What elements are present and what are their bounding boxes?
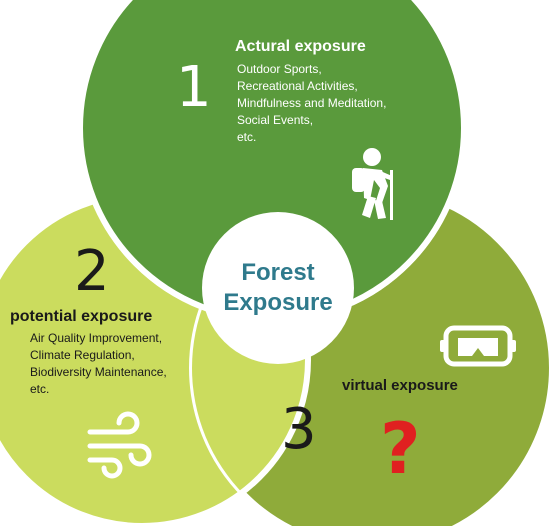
center-disc: [202, 212, 354, 364]
vr-headset-icon: [440, 325, 516, 367]
section-1-number: 1: [176, 55, 212, 120]
section-3-number: 3: [281, 397, 317, 462]
section-2-items: Air Quality Improvement, Climate Regulat…: [30, 330, 167, 398]
section-1-items: Outdoor Sports, Recreational Activities,…: [237, 61, 386, 146]
center-title-line: Exposure: [223, 289, 333, 316]
wind-icon: [87, 411, 152, 479]
section-2-number: 2: [74, 239, 110, 304]
hiker-icon: [352, 148, 393, 220]
list-item: Outdoor Sports,: [237, 62, 322, 76]
center-title: Forest Exposure: [218, 258, 338, 318]
list-item: etc.: [237, 130, 257, 144]
list-item: etc.: [30, 382, 50, 396]
list-item: Recreational Activities,: [237, 79, 358, 93]
list-item: Climate Regulation,: [30, 348, 135, 362]
section-1-title: Actural exposure: [235, 38, 366, 55]
question-mark-icon: ?: [380, 408, 421, 490]
list-item: Air Quality Improvement,: [30, 331, 163, 345]
center-title-line: Forest: [241, 259, 315, 286]
section-2-title: potential exposure: [10, 308, 153, 325]
list-item: Mindfulness and Meditation,: [237, 96, 387, 110]
list-item: Biodiversity Maintenance,: [30, 365, 167, 379]
section-3-title: virtual exposure: [342, 377, 458, 394]
list-item: Social Events,: [237, 113, 314, 127]
